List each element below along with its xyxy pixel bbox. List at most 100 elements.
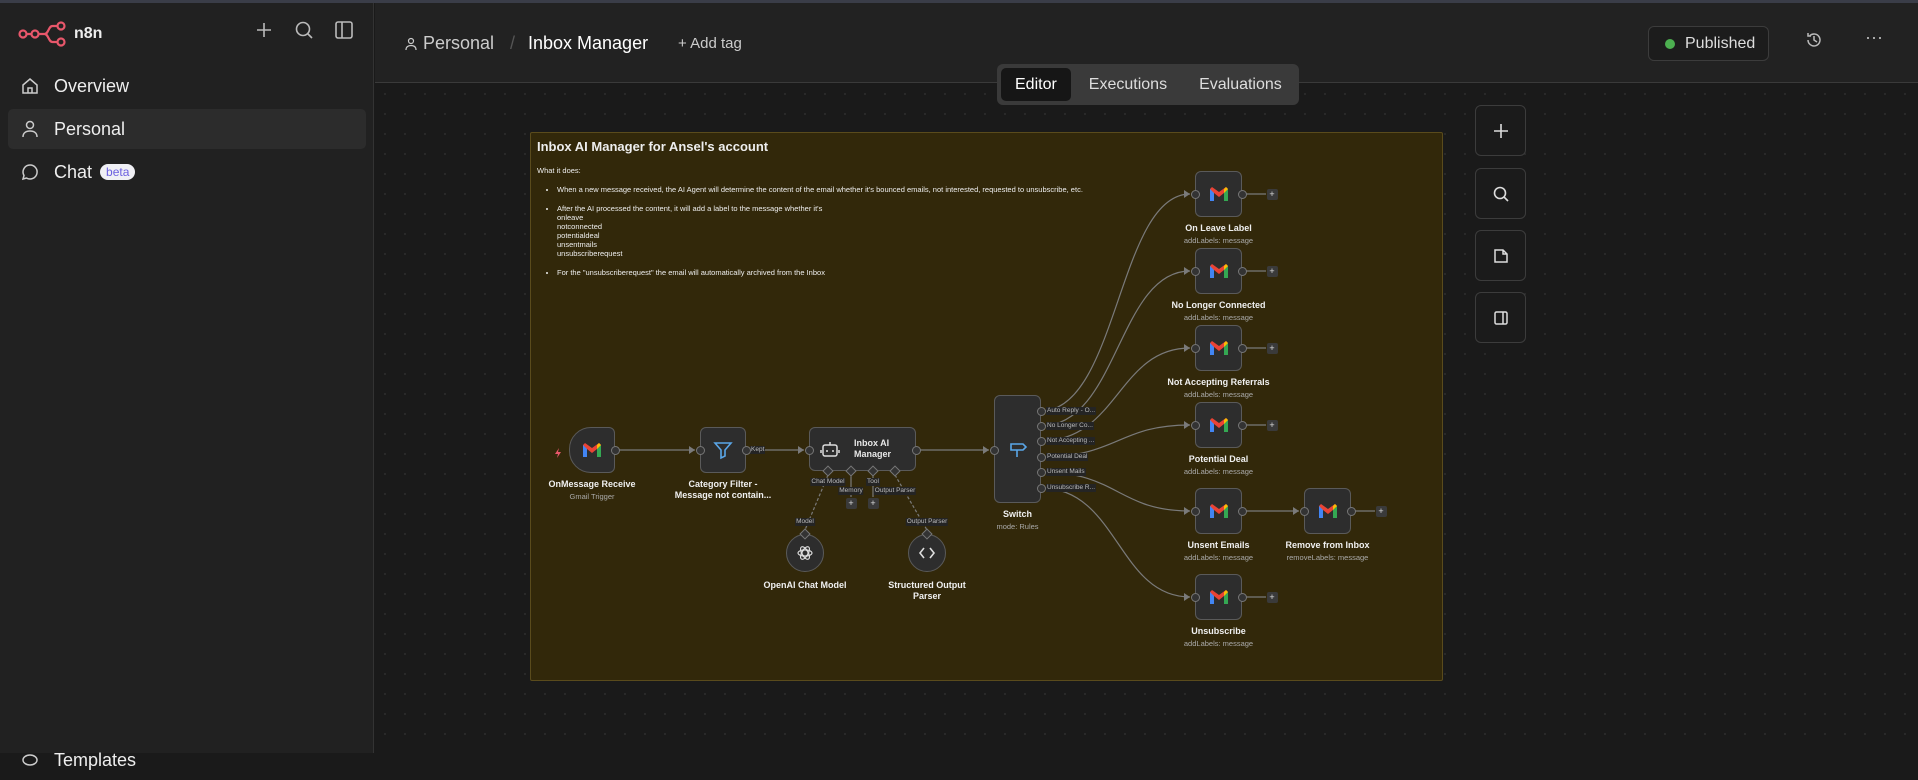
connection-port[interactable] — [1036, 436, 1046, 446]
connection-port[interactable] — [1346, 506, 1356, 516]
add-node-plus[interactable]: + — [867, 497, 879, 509]
node-unsent-emails[interactable] — [1195, 488, 1242, 534]
node-on-leave-label[interactable] — [1195, 171, 1242, 217]
sub-input-label: Tool — [866, 478, 880, 486]
sidebar-item-chat[interactable]: Chat beta — [8, 152, 366, 192]
node-subtitle: addLabels: message — [1183, 313, 1254, 322]
more-options-icon[interactable]: ··· — [1865, 27, 1883, 47]
connection-port[interactable] — [1036, 406, 1046, 416]
connection-port[interactable] — [1036, 421, 1046, 431]
label-item: unsubscriberequest — [557, 249, 623, 258]
add-node-plus[interactable]: + — [1266, 591, 1278, 603]
node-onmessage-receive[interactable] — [569, 427, 615, 473]
search-icon — [1493, 186, 1509, 202]
history-icon[interactable] — [1805, 31, 1823, 54]
connection-port[interactable] — [1190, 506, 1200, 516]
sticky-bullet: After the AI processed the content, it w… — [557, 204, 1436, 258]
connection-port[interactable] — [695, 445, 705, 455]
search-nodes-button[interactable] — [1475, 168, 1526, 219]
node-switch[interactable] — [994, 395, 1041, 503]
tab-editor[interactable]: Editor — [1001, 68, 1071, 101]
gmail-icon — [582, 442, 602, 458]
node-not-accepting-referrals[interactable] — [1195, 325, 1242, 371]
node-title: No Longer Connected — [1171, 300, 1266, 310]
sub-input-label: Output Parser — [873, 487, 917, 495]
connection-port[interactable] — [610, 445, 620, 455]
n8n-logo-icon — [18, 21, 66, 47]
tab-executions[interactable]: Executions — [1088, 75, 1168, 93]
connection-port[interactable] — [1036, 452, 1046, 462]
connection-port[interactable] — [1190, 592, 1200, 602]
breadcrumb-separator: / — [510, 33, 516, 53]
output-label-kept: Kept — [750, 446, 766, 454]
sticky-bullet-text: After the AI processed the content, it w… — [557, 204, 823, 213]
app-name: n8n — [74, 25, 103, 42]
add-node-plus[interactable]: + — [1375, 505, 1387, 517]
add-sticky-button[interactable] — [1475, 230, 1526, 281]
breadcrumb-project[interactable]: Personal — [405, 33, 494, 54]
switch-output-label: Unsent Mails — [1046, 468, 1086, 476]
connection-port[interactable] — [1190, 343, 1200, 353]
sidebar-item-personal[interactable]: Personal — [8, 109, 366, 149]
connection-port[interactable] — [1190, 420, 1200, 430]
label-item: onleave — [557, 213, 584, 222]
workflow-name[interactable]: Inbox Manager — [528, 33, 649, 53]
sticky-note[interactable]: Inbox AI Manager for Ansel's account Wha… — [530, 132, 1443, 681]
sidebar-item-label: Overview — [54, 75, 130, 96]
switch-output-label: No Longer Co... — [1046, 422, 1094, 430]
node-unsubscribe[interactable] — [1195, 574, 1242, 620]
connection-port[interactable] — [1237, 420, 1247, 430]
connection-port[interactable] — [1036, 467, 1046, 477]
connection-port[interactable] — [1237, 343, 1247, 353]
connection-port[interactable] — [989, 445, 999, 455]
connection-port[interactable] — [1237, 506, 1247, 516]
node-subtitle: addLabels: message — [1183, 553, 1254, 562]
status-label: Published — [1685, 34, 1756, 52]
add-node-plus[interactable]: + — [845, 497, 857, 509]
robot-icon — [820, 439, 840, 459]
node-remove-from-inbox[interactable] — [1304, 488, 1351, 534]
tab-evaluations[interactable]: Evaluations — [1199, 75, 1282, 93]
add-tag-button[interactable]: + Add tag — [678, 35, 742, 52]
sticky-bullet: When a new message received, the AI Agen… — [557, 185, 1436, 194]
node-structured-output-parser[interactable] — [908, 534, 946, 572]
connection-port[interactable] — [1190, 266, 1200, 276]
connection-port[interactable] — [1237, 592, 1247, 602]
connection-port[interactable] — [1237, 189, 1247, 199]
gmail-icon — [1209, 186, 1229, 202]
connection-port[interactable] — [1237, 266, 1247, 276]
connection-port[interactable] — [1190, 189, 1200, 199]
connection-port[interactable] — [1299, 506, 1309, 516]
add-node-plus[interactable]: + — [1266, 188, 1278, 200]
node-potential-deal[interactable] — [1195, 402, 1242, 448]
logo[interactable]: n8n — [18, 21, 102, 47]
published-status-button[interactable]: Published — [1648, 26, 1769, 61]
parser-output-label: Output Parser — [905, 518, 949, 526]
node-subtitle: removeLabels: message — [1286, 553, 1369, 562]
node-title: OpenAI Chat Model — [763, 580, 847, 590]
collapse-sidebar-icon[interactable] — [333, 19, 355, 41]
connection-port[interactable] — [741, 445, 751, 455]
node-title: Potential Deal — [1188, 454, 1249, 464]
connection-port[interactable] — [804, 445, 814, 455]
search-icon[interactable] — [293, 19, 315, 41]
add-node-button[interactable] — [1475, 105, 1526, 156]
add-node-plus[interactable]: + — [1266, 419, 1278, 431]
node-subtitle: addLabels: message — [1183, 390, 1254, 399]
sidebar-item-templates[interactable]: Templates — [8, 740, 366, 780]
connection-port[interactable] — [911, 445, 921, 455]
templates-icon — [22, 754, 38, 766]
node-no-longer-connected[interactable] — [1195, 248, 1242, 294]
node-openai-chat-model[interactable] — [786, 534, 824, 572]
toggle-panel-button[interactable] — [1475, 292, 1526, 343]
sidebar: n8n Overview Personal Chat beta Template… — [0, 3, 374, 770]
node-inbox-ai-manager[interactable]: Inbox AI Manager — [809, 427, 916, 471]
add-node-plus[interactable]: + — [1266, 265, 1278, 277]
gmail-icon — [1209, 503, 1229, 519]
sidebar-item-overview[interactable]: Overview — [8, 66, 366, 106]
node-subtitle: mode: Rules — [996, 522, 1039, 531]
add-node-plus[interactable]: + — [1266, 342, 1278, 354]
connection-port[interactable] — [1036, 483, 1046, 493]
node-category-filter-message-not-contain[interactable] — [700, 427, 746, 473]
add-icon[interactable] — [253, 19, 275, 41]
